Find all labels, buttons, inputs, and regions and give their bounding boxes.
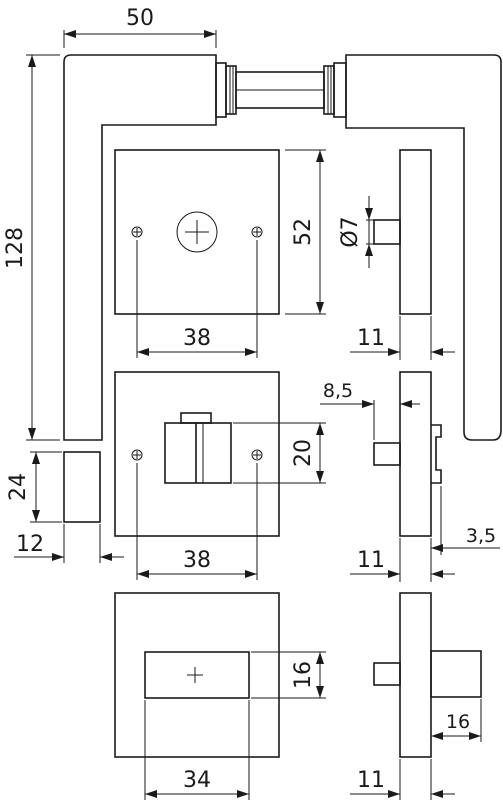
lever-end-section bbox=[63, 451, 101, 523]
dim-label-release-depth: 16 bbox=[446, 711, 470, 733]
dim-label-rose-thickness-top: 11 bbox=[357, 326, 385, 351]
dimension-lines bbox=[14, 30, 500, 800]
lever-handle bbox=[63, 54, 502, 441]
turn-rose-front bbox=[114, 371, 280, 537]
dim-label-lever-end-height: 24 bbox=[6, 473, 31, 501]
dim-label-spindle-diameter: Ø7 bbox=[338, 216, 363, 247]
dim-label-rose-size: 52 bbox=[291, 218, 316, 246]
dim-label-rose-thickness-bottom: 11 bbox=[357, 768, 385, 793]
dim-label-slot-offset: 8,5 bbox=[323, 380, 353, 402]
dim-label-rose-thickness-middle: 11 bbox=[357, 548, 385, 573]
dim-label-rose-projection: 3,5 bbox=[466, 525, 496, 547]
dim-label-release-height: 16 bbox=[291, 661, 316, 689]
dim-label-screw-spacing-top: 38 bbox=[183, 326, 211, 351]
release-rose-front bbox=[114, 592, 280, 758]
spindle-rose-side bbox=[373, 149, 432, 315]
release-rose-side bbox=[373, 592, 482, 758]
turn-rose-side bbox=[373, 371, 442, 537]
dim-label-lever-length: 50 bbox=[126, 6, 154, 31]
dim-label-screw-spacing-middle: 38 bbox=[183, 548, 211, 573]
dim-label-lever-end-width: 12 bbox=[16, 532, 44, 557]
dim-label-lever-height: 128 bbox=[3, 227, 28, 269]
spindle-rose-front bbox=[114, 149, 280, 315]
dim-label-turn-height: 20 bbox=[291, 439, 316, 467]
dim-label-release-width: 34 bbox=[183, 768, 211, 793]
dimension-labels: 50 128 52 Ø7 38 11 8,5 20 38 11 3,5 24 1… bbox=[3, 6, 496, 793]
